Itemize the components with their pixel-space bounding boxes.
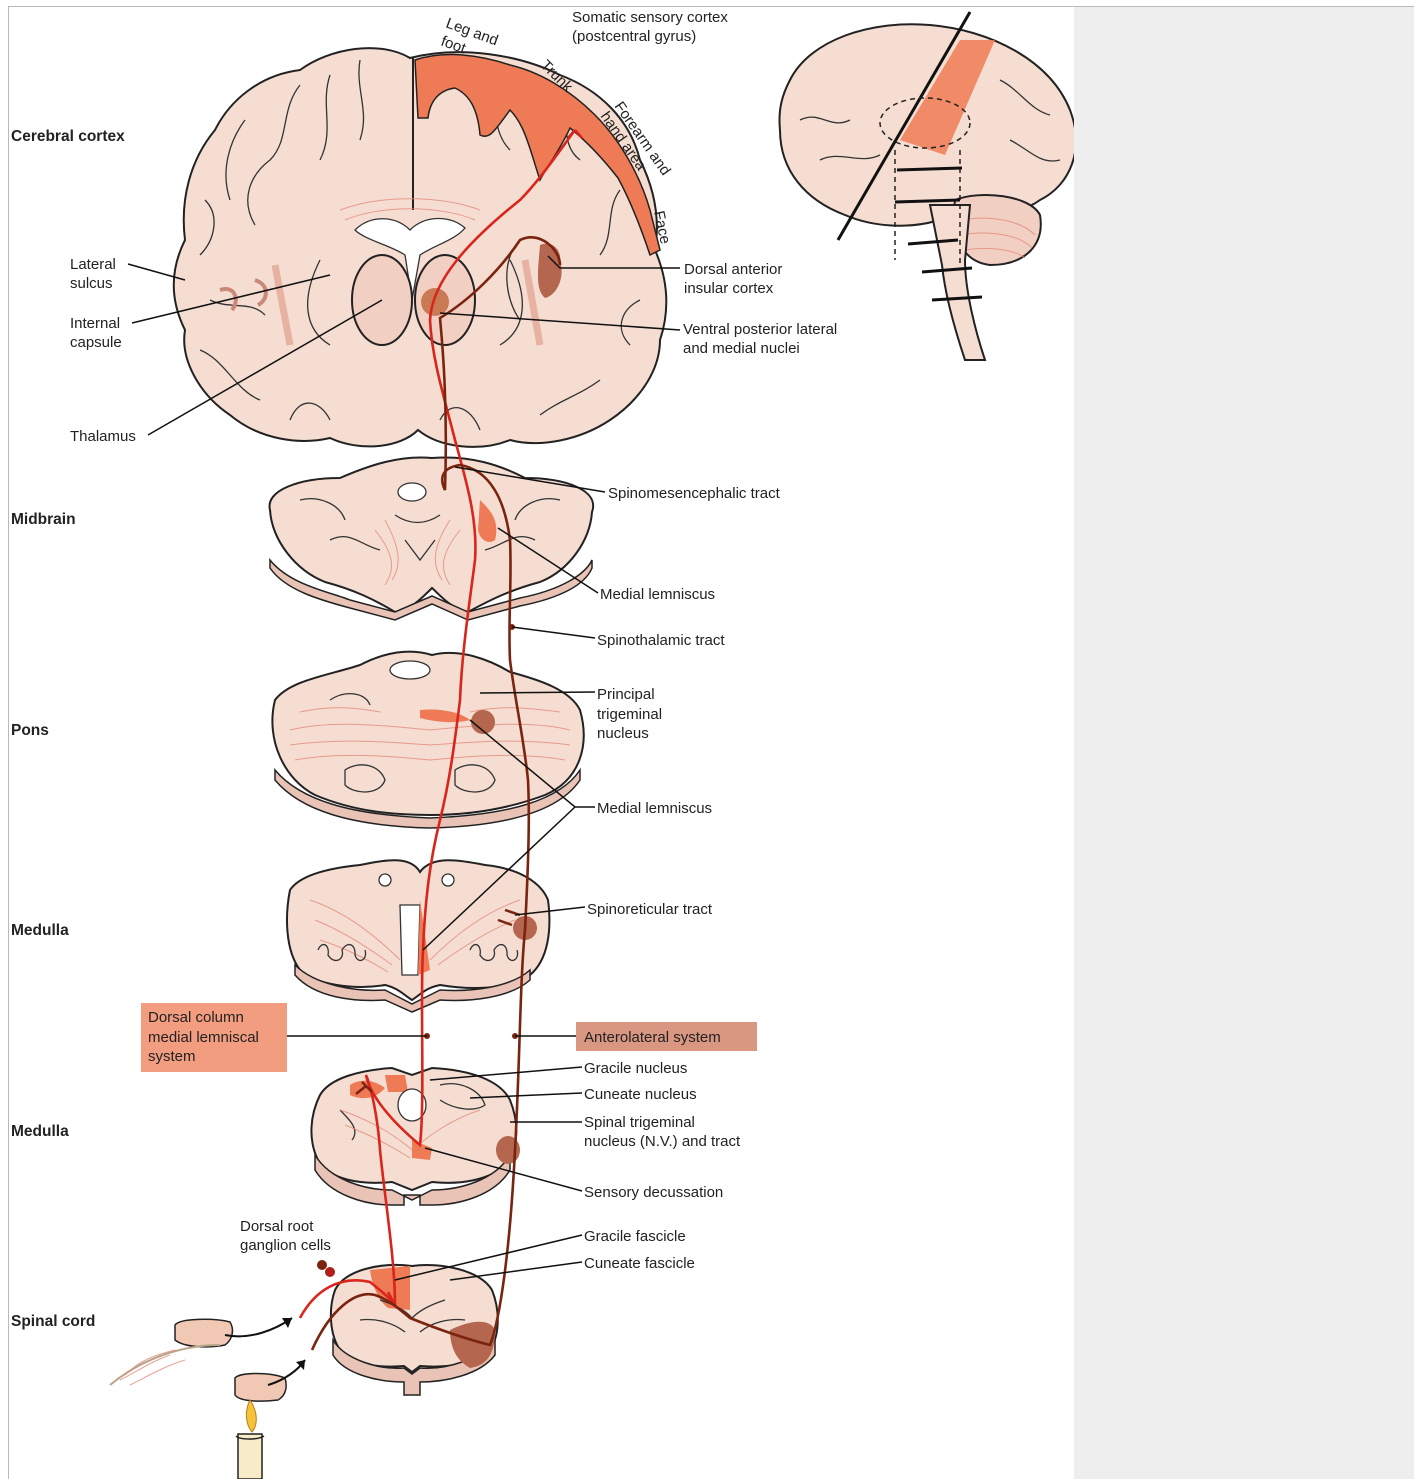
label-medial-lemniscus-midbrain: Medial lemniscus <box>600 586 715 603</box>
label-internal: Internal <box>70 315 120 332</box>
label-medial-lemniscal: medial lemniscal <box>148 1029 259 1046</box>
upper-medulla-section <box>287 860 549 1012</box>
label-sensory-decussation: Sensory decussation <box>584 1184 723 1201</box>
label-gracile-fascicle: Gracile fascicle <box>584 1228 686 1245</box>
level-label-spinal-cord: Spinal cord <box>11 1313 95 1330</box>
label-dorsal-anterior: Dorsal anterior <box>684 261 782 278</box>
somatosensory-pathways-diagram: Cerebral cortex Midbrain Pons Medulla Me… <box>0 0 1074 1479</box>
lateral-brain-inset <box>779 12 1074 360</box>
level-label-medulla-lower: Medulla <box>11 1123 69 1140</box>
label-dorsal-column: Dorsal column <box>148 1009 244 1026</box>
coronal-brain-section <box>174 48 667 447</box>
label-spinoreticular-tract: Spinoreticular tract <box>587 901 713 918</box>
label-spinomesencephalic-tract: Spinomesencephalic tract <box>608 485 781 502</box>
label-insular-cortex: insular cortex <box>684 280 774 297</box>
level-label-medulla-upper: Medulla <box>11 922 69 939</box>
side-panel <box>1074 7 1414 1479</box>
pons-section <box>272 652 583 828</box>
label-anterolateral-system: Anterolateral system <box>584 1029 721 1046</box>
label-spinothalamic-tract: Spinothalamic tract <box>597 632 725 649</box>
label-system: system <box>148 1048 196 1065</box>
level-label-midbrain: Midbrain <box>11 511 76 528</box>
label-medial-nuclei: and medial nuclei <box>683 340 800 357</box>
label-trigeminal: trigeminal <box>597 706 662 723</box>
label-somatic-sensory-cortex: Somatic sensory cortex <box>572 9 728 26</box>
label-nucleus: nucleus <box>597 725 649 742</box>
label-nucleus-nv-and-tract: nucleus (N.V.) and tract <box>584 1133 741 1150</box>
label-thalamus: Thalamus <box>70 428 136 445</box>
label-medial-lemniscus-pons: Medial lemniscus <box>597 800 712 817</box>
label-lateral: Lateral <box>70 256 116 273</box>
label-sulcus: sulcus <box>70 275 113 292</box>
level-label-pons: Pons <box>11 722 49 739</box>
spinal-cord-section <box>331 1265 498 1395</box>
label-cuneate-nucleus: Cuneate nucleus <box>584 1086 697 1103</box>
label-principal: Principal <box>597 686 655 703</box>
label-capsule: capsule <box>70 334 122 351</box>
label-ganglion-cells: ganglion cells <box>240 1237 331 1254</box>
lower-medulla-section <box>311 1068 520 1205</box>
label-ventral-posterior-lateral: Ventral posterior lateral <box>683 321 837 338</box>
label-postcentral-gyrus: (postcentral gyrus) <box>572 28 696 45</box>
label-cuneate-fascicle: Cuneate fascicle <box>584 1255 695 1272</box>
label-spinal-trigeminal: Spinal trigeminal <box>584 1114 695 1131</box>
label-dorsal-root: Dorsal root <box>240 1218 314 1235</box>
stimulus-finger-candle <box>235 1360 305 1479</box>
level-label-cerebral-cortex: Cerebral cortex <box>11 128 125 145</box>
label-gracile-nucleus: Gracile nucleus <box>584 1060 687 1077</box>
